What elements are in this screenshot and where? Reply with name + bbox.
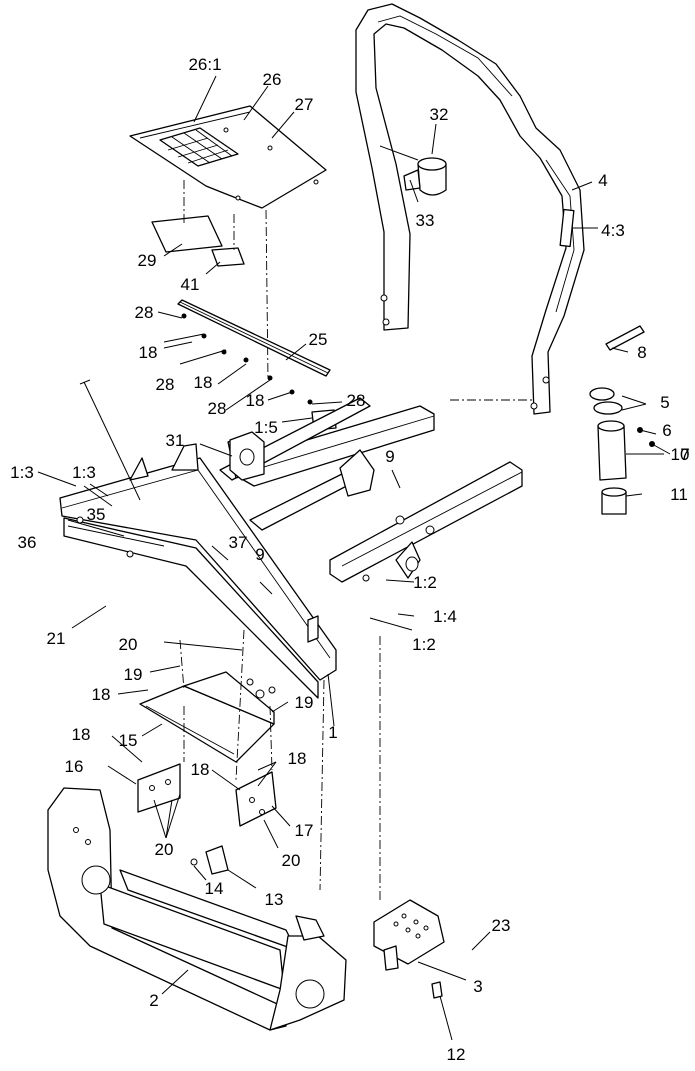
pivot-bracket-31 <box>229 431 265 481</box>
callout-28a: 28 <box>135 303 154 322</box>
callout-15: 15 <box>119 731 138 750</box>
callout-28b: 28 <box>156 375 175 394</box>
pan-15 <box>139 671 275 763</box>
cup-holder-part <box>379 145 447 196</box>
callout-1-3b: 1:3 <box>10 463 34 482</box>
callout-1-2b: 1:2 <box>412 635 436 654</box>
callout-37: 37 <box>229 533 248 552</box>
callout-2: 2 <box>149 991 158 1010</box>
callout-14: 14 <box>205 879 224 898</box>
callout-12: 12 <box>447 1045 466 1064</box>
callout-1-3a: 1:3 <box>72 463 96 482</box>
callout-32: 32 <box>430 105 449 124</box>
callout-7: 7 <box>680 445 689 464</box>
callout-4-3: 4:3 <box>601 221 625 240</box>
callout-1-5: 1:5 <box>254 418 278 437</box>
callout-36: 36 <box>18 533 37 552</box>
callout-3: 3 <box>473 977 482 996</box>
callout-18e: 18 <box>72 725 91 744</box>
callout-6: 6 <box>662 421 671 440</box>
callout-26: 26 <box>263 70 282 89</box>
callout-1-2a: 1:2 <box>413 573 437 592</box>
callout-13: 13 <box>265 890 284 909</box>
callout-20c: 20 <box>282 851 301 870</box>
callout-18a: 18 <box>139 343 158 362</box>
callout-18f: 18 <box>288 749 307 768</box>
callout-8: 8 <box>637 343 646 362</box>
callout-33: 33 <box>416 211 435 230</box>
callout-18g: 18 <box>191 760 210 779</box>
callout-31: 31 <box>166 431 185 450</box>
callout-1: 1 <box>328 723 337 742</box>
callout-17: 17 <box>295 821 314 840</box>
callout-26-1: 26:1 <box>188 55 221 74</box>
front-frame-2 <box>47 787 347 1031</box>
callout-23: 23 <box>492 916 511 935</box>
bracket-17 <box>235 771 277 827</box>
bracket-13 <box>205 845 229 875</box>
control-panel-cover <box>129 105 327 209</box>
callout-19b: 19 <box>295 693 314 712</box>
leader-lines <box>37 75 671 1041</box>
callout-41: 41 <box>181 275 200 294</box>
callout-10: 10 <box>671 445 690 464</box>
callout-27: 27 <box>295 95 314 114</box>
decal-29 <box>151 215 223 253</box>
callout-5: 5 <box>660 393 669 412</box>
roll-bar-part <box>355 3 585 415</box>
foot-plate-3 <box>373 899 445 999</box>
callout-21: 21 <box>47 629 66 648</box>
bracket-16 <box>137 763 181 813</box>
decal-41 <box>211 247 245 267</box>
callout-9b: 9 <box>255 545 264 564</box>
callout-20b: 20 <box>155 840 174 859</box>
mounting-bar-25 <box>177 299 331 405</box>
callout-28d: 28 <box>347 391 366 410</box>
callout-11: 11 <box>670 485 688 504</box>
callout-28c: 28 <box>208 399 227 418</box>
callout-18b: 18 <box>194 373 213 392</box>
hitch-parts <box>589 325 655 515</box>
callout-1-4: 1:4 <box>433 607 457 626</box>
callout-35: 35 <box>87 505 106 524</box>
callout-9a: 9 <box>385 447 394 466</box>
callout-18c: 18 <box>246 391 265 410</box>
callout-29: 29 <box>138 251 157 270</box>
bolt-14 <box>190 858 198 866</box>
callout-19a: 19 <box>124 665 143 684</box>
decal-grid <box>159 127 239 167</box>
callout-18d: 18 <box>92 685 111 704</box>
callout-4: 4 <box>598 171 607 190</box>
callout-20a: 20 <box>119 635 138 654</box>
callout-16: 16 <box>65 757 84 776</box>
callout-25: 25 <box>309 330 328 349</box>
